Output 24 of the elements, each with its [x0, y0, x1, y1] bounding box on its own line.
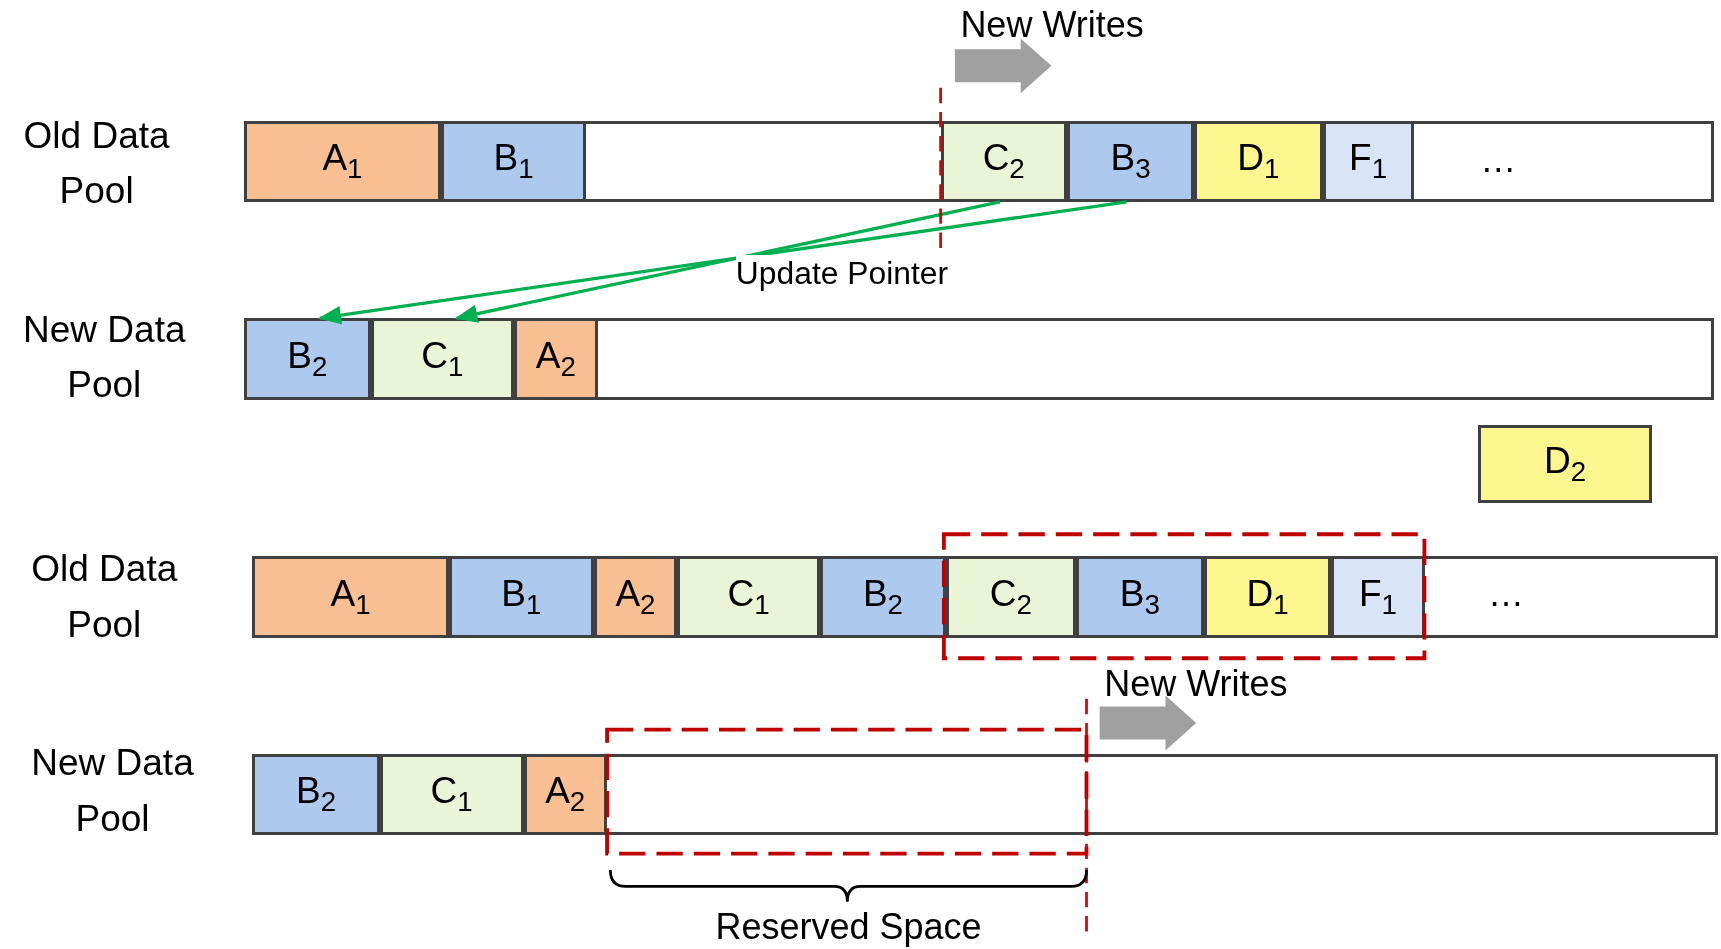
- data-block: A$_{2}$: [593, 556, 678, 638]
- annotation-text: New Writes: [1104, 662, 1288, 705]
- pointer-arrow: [318, 200, 1127, 325]
- annotation-text: New Writes: [960, 4, 1144, 47]
- pool-label: New Data Pool: [22, 307, 187, 408]
- data-block: D$_{1}$: [1204, 556, 1332, 638]
- data-block: D$_{2}$: [1478, 424, 1652, 503]
- data-block: C$_{2}$: [946, 556, 1076, 638]
- pool-label: New Data Pool: [30, 741, 195, 841]
- annotation-text: Update Pointer: [735, 254, 949, 292]
- data-block: B$_{2}$: [819, 556, 947, 638]
- data-block: A$_{2}$: [513, 318, 599, 400]
- data-block: B$_{3}$: [1075, 556, 1204, 638]
- pool-label: Old Data Pool: [30, 547, 179, 647]
- data-block: C$_{1}$: [370, 318, 514, 400]
- data-block: C$_{1}$: [677, 556, 820, 638]
- data-block: F$_{1}$: [1331, 556, 1425, 638]
- ellipsis-text: …: [1480, 139, 1517, 182]
- pool-label: Old Data Pool: [22, 113, 171, 214]
- data-block: A$_{1}$: [252, 556, 449, 638]
- ellipsis-text: …: [1487, 572, 1524, 615]
- data-block: B$_{1}$: [448, 556, 594, 638]
- annotation-text: Reserved Space: [715, 905, 982, 948]
- pointer-arrow: [454, 200, 1001, 323]
